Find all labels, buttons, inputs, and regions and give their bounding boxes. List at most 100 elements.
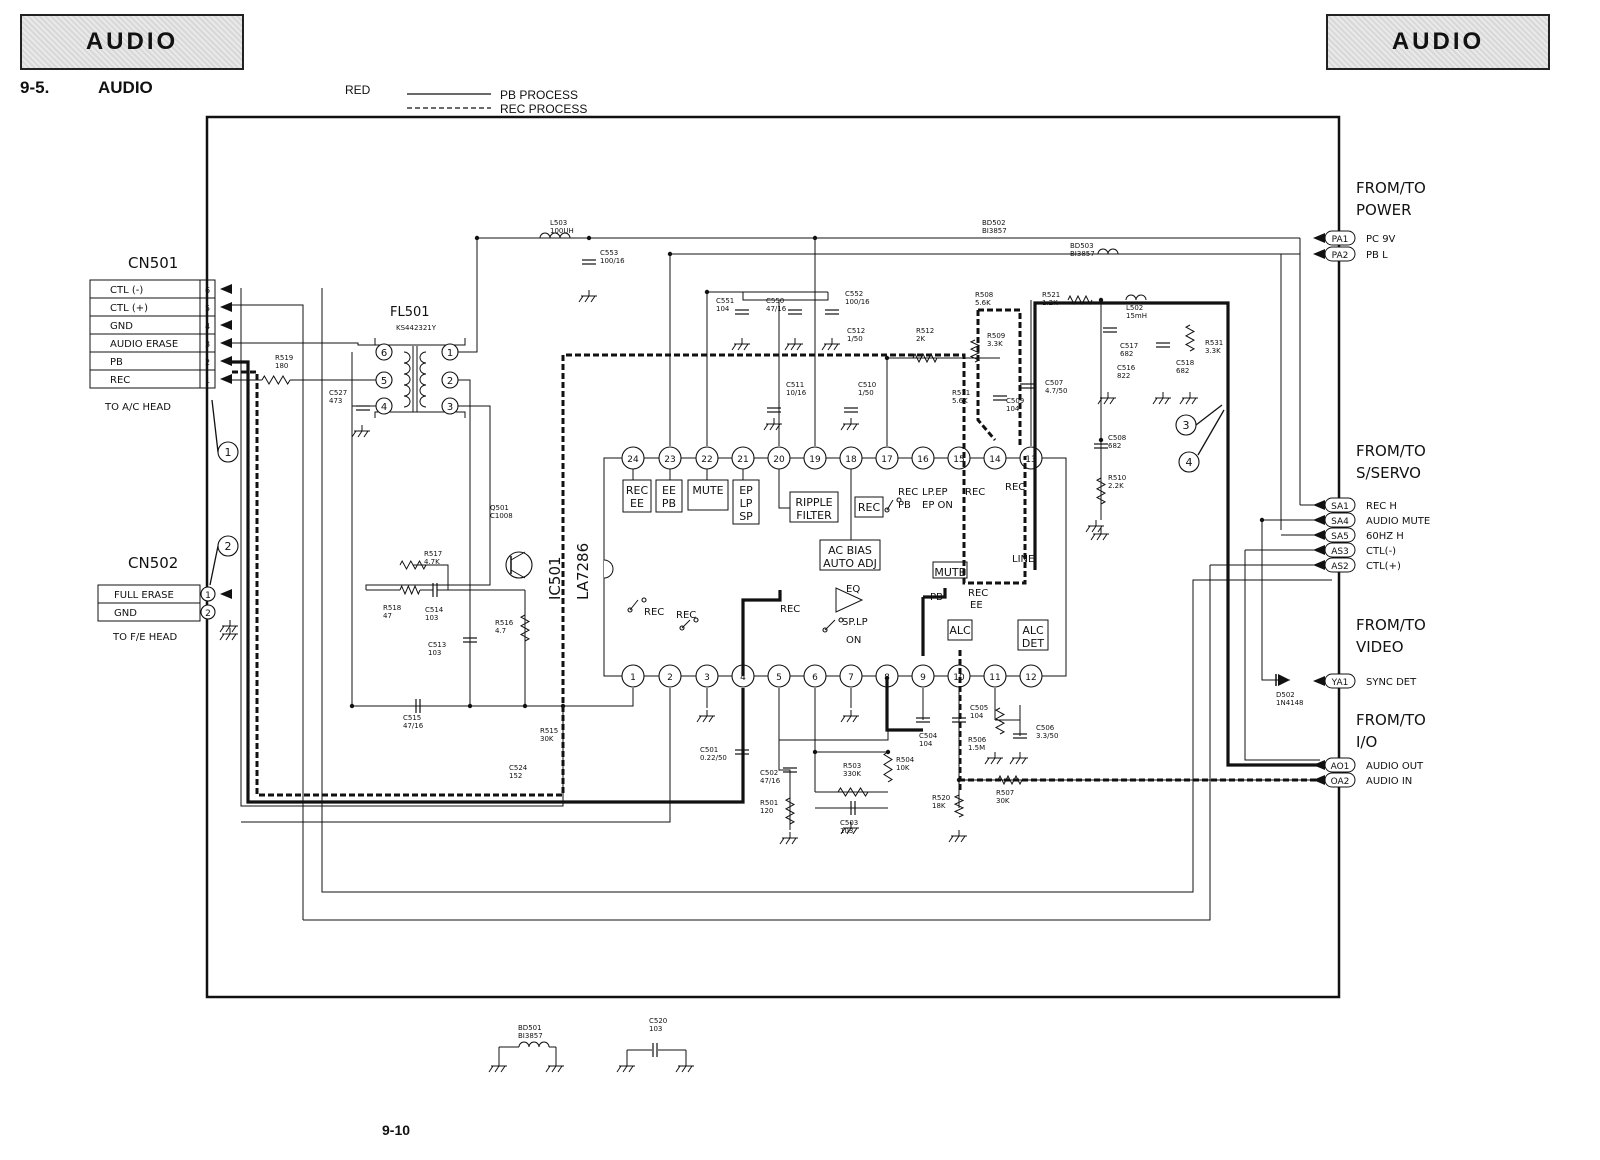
cn502-caption: TO F/E HEAD [112,632,177,643]
cn502-pin-circle [200,604,216,620]
page-number: 9-10 [382,1122,411,1138]
ic-switch-label: SP.LP [842,617,868,628]
ground-hatch [846,423,852,431]
ground-hatch [948,835,954,843]
component-ref: L502 [1126,304,1143,312]
cn501-pin-label: REC [110,375,130,386]
junction-dot [1098,437,1104,443]
ground-hatch [557,1065,563,1073]
callout-number: 3 [1183,419,1190,432]
component-value: 3.3K [1205,347,1221,355]
ep-lp-sp-block-label: SP [739,510,753,523]
pb-process-path [232,360,745,804]
component-ref: R506 [968,736,987,744]
resistor [519,614,531,642]
ic501-bottom-pin [983,664,1007,688]
cn502-pin-label: GND [114,608,137,619]
component-value: 682 [1120,350,1133,358]
ground-hatch [827,343,833,351]
component-value: 3.3/50 [1036,732,1058,740]
component-value: 1/50 [858,389,874,397]
connector-pin-label: CTL(-) [1366,546,1396,557]
ground-hatch [1021,757,1027,765]
ground-hatch [984,757,990,765]
ripple-filter-block-label: RIPPLE [795,496,832,509]
fl501-pin-number: 5 [381,376,387,387]
connector-pin-label: AUDIO MUTE [1366,516,1430,527]
cn502-title: CN502 [128,554,178,572]
component-value: 47/16 [766,305,787,313]
ground-hatch [852,715,858,723]
component-ref: C508 [1108,434,1126,442]
component-ref: R520 [932,794,950,802]
ground-hatch [616,1065,622,1073]
cn501-pin-number: 6 [205,286,210,295]
connector-arrow [1313,233,1325,243]
ground-hatch [1085,525,1091,533]
component-ref: C516 [1117,364,1136,372]
component-ref: R501 [760,799,778,807]
resistor [994,707,1006,735]
ic501-pin-number: 1 [630,673,636,683]
ic501-part: LA7286 [574,543,592,600]
ic501-pin-number: 6 [812,673,818,683]
connector-pin-id: SA1 [1331,502,1349,512]
connector-arrow [1313,545,1325,555]
ripple-filter-block-label: FILTER [796,509,832,522]
connector-pin-label: AUDIO IN [1366,776,1412,787]
junction-dot [704,289,710,295]
fl501-outline [374,411,466,418]
component-value: 682 [1176,367,1189,375]
component-ref: C503 [840,819,858,827]
connector-pin-label: SYNC DET [1366,677,1417,688]
legend-lines [407,93,491,109]
connector-arrow [1313,515,1325,525]
ground-hatch [584,295,590,303]
component-value: 104 [716,305,730,313]
ep-lp-sp-block [732,479,760,525]
ground-hatch [696,715,702,723]
ground-hatch [1109,397,1115,405]
component-value: 0.22/50 [700,754,727,762]
ic501-bottom-pin [803,664,827,688]
switch-contact [693,617,699,623]
callout-circle [1178,451,1200,473]
resistor [1095,477,1107,505]
component-ref: BD501 [518,1024,542,1032]
callout-number: 4 [1186,456,1193,469]
component-ref: R531 [1205,339,1223,347]
ep-lp-sp-block-label: EP [739,484,753,497]
junction-dot [956,777,962,783]
switch-contact [838,617,844,623]
mute-block-2 [932,561,968,579]
circuit-wire [230,304,304,920]
ground-hatch [846,827,852,835]
transistor-collector [510,551,526,561]
bead-bd503 [1097,248,1119,255]
circuit-wire [1043,458,1067,677]
cn501-pin-arrow [220,356,232,366]
component-value: 120 [760,807,773,815]
connector-pin-label: PB L [1366,250,1388,261]
ground-hatch [737,343,743,351]
ground-hatch [225,625,231,633]
component-value: 1.5M [968,744,985,752]
cn501-pin-label: AUDIO ERASE [110,339,178,350]
circuit-wire [1261,520,1290,681]
ground-hatch [990,757,996,765]
resistor [784,797,796,825]
component-value: 1/50 [847,335,863,343]
ground-hatch [954,835,960,843]
rec-block [854,496,884,518]
switch-blade [681,619,691,629]
ic-switch-label: EQ [846,584,860,595]
component-value: 3.3K [987,340,1003,348]
ground-hatch [545,1065,551,1073]
fl501-outline [374,338,466,346]
ground-hatch [996,757,1002,765]
ic501-pin-number: 21 [737,455,748,465]
ic501-pin-number: 4 [740,673,746,683]
connector-arrow [1313,560,1325,570]
cn502-pin-number: 1 [205,591,211,601]
circuit-wire [303,565,1211,921]
